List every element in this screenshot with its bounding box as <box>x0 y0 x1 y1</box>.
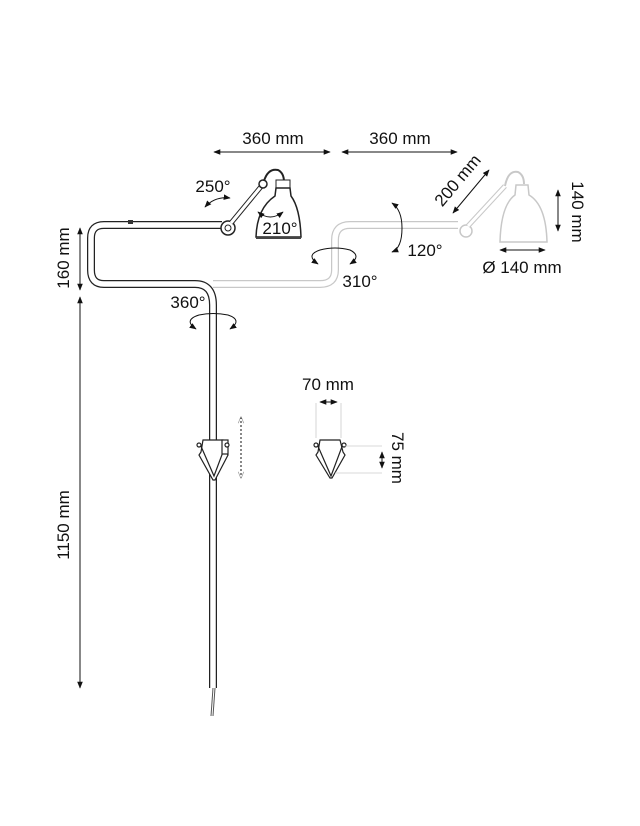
arm-1-length-label: 360 mm <box>242 129 303 148</box>
bracket-width-label: 70 mm <box>302 375 354 394</box>
arm-tilt-angle-label: 120° <box>407 241 442 260</box>
bracket-extension-lines <box>315 403 382 474</box>
offset-height-label: 160 mm <box>54 227 73 288</box>
base-angle-label: 360° <box>170 293 205 312</box>
shade-angle-label: 210° <box>262 219 297 238</box>
upper-arm-dimension-arrow <box>452 169 490 214</box>
upper-arm-length-label: 200 mm <box>431 151 485 210</box>
bracket-height-label: 75 mm <box>388 432 407 484</box>
arm-2-length-label: 360 mm <box>369 129 430 148</box>
pole-length-label: 1150 mm <box>54 490 73 560</box>
wall-bracket-mounted <box>196 439 230 481</box>
rotation-arrows <box>189 194 403 330</box>
shade-diameter-label: Ø 140 mm <box>482 258 561 277</box>
shade-height-label: 140 mm <box>568 181 587 242</box>
elbow-angle-label: 310° <box>342 272 377 291</box>
shoulder-angle-label: 250° <box>195 177 230 196</box>
lamp-drawing <box>87 168 302 717</box>
wall-bracket-detail <box>313 439 347 479</box>
